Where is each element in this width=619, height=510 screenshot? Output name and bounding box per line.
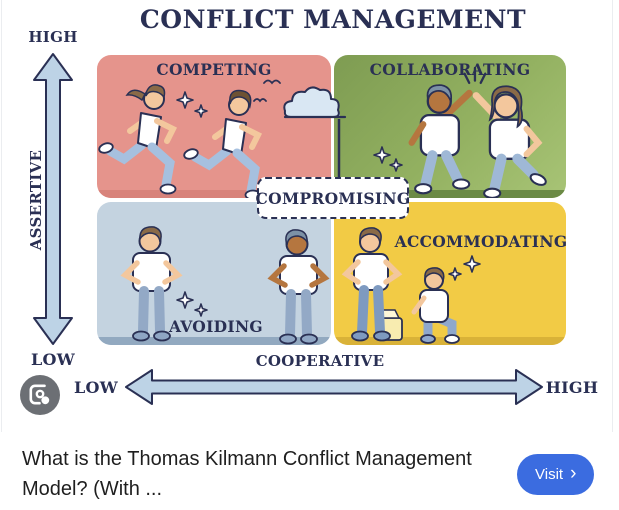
- cooperative-axis-name: COOPERATIVE: [255, 352, 385, 370]
- collaborating-ground: [334, 190, 566, 198]
- quadrant-accommodating: [334, 202, 566, 345]
- avoiding-ground: [97, 337, 331, 345]
- quadrant-label-compromising: COMPROMISING: [255, 188, 411, 208]
- runner-figure: [98, 84, 178, 195]
- avoiding-figure: [267, 229, 330, 345]
- visit-button-label: Visit: [535, 466, 564, 483]
- visit-button[interactable]: Visit ›: [517, 454, 595, 495]
- standing-figure: [341, 227, 403, 342]
- lens-camera-icon: [29, 384, 50, 405]
- avoiding-illustration: [120, 226, 330, 345]
- collaborating-illustration: [373, 66, 547, 198]
- quadrant-avoiding: [97, 202, 331, 345]
- quadrant-competing: [97, 55, 331, 198]
- cooperative-axis-low-label: LOW: [73, 378, 119, 397]
- quadrant-label-competing: COMPETING: [156, 60, 272, 79]
- cooperative-axis-high-label: HIGH: [545, 378, 599, 397]
- compromising-box: COMPROMISING: [255, 177, 411, 219]
- sparkle-icon: [373, 146, 403, 172]
- sparkle-icon: [176, 291, 208, 317]
- runner-figure: [183, 89, 263, 198]
- google-lens-button[interactable]: [20, 375, 60, 415]
- chevron-right-icon: ›: [570, 463, 577, 484]
- result-caption-link[interactable]: What is the Thomas Kilmann Conflict Mana…: [22, 448, 472, 500]
- cloud-icon: [283, 86, 347, 178]
- bird-icon: [253, 79, 281, 103]
- sparkle-icon: [176, 91, 208, 118]
- quadrant-label-accommodating: ACCOMMODATING: [394, 232, 568, 251]
- assertive-axis-low-label: LOW: [30, 350, 76, 369]
- sparkle-icon: [448, 255, 481, 281]
- high-five-figures: [408, 66, 547, 198]
- accommodating-illustration: [341, 227, 481, 344]
- quadrant-label-avoiding: AVOIDING: [169, 317, 263, 336]
- cooperative-axis-arrow: [125, 369, 543, 405]
- quadrant-collaborating: [334, 55, 566, 198]
- diagram-title: CONFLICT MANAGEMENT: [139, 5, 527, 34]
- assertive-axis-high-label: HIGH: [28, 28, 78, 46]
- avoiding-figure: [120, 226, 183, 342]
- quadrant-label-collaborating: COLLABORATING: [369, 60, 531, 79]
- kneeling-figure: [411, 267, 460, 344]
- competing-ground: [97, 190, 331, 198]
- panel-left-edge: [1, 0, 2, 432]
- panel-right-edge: [612, 0, 613, 432]
- competing-illustration: [98, 79, 281, 198]
- assertive-axis-arrow: [33, 53, 73, 345]
